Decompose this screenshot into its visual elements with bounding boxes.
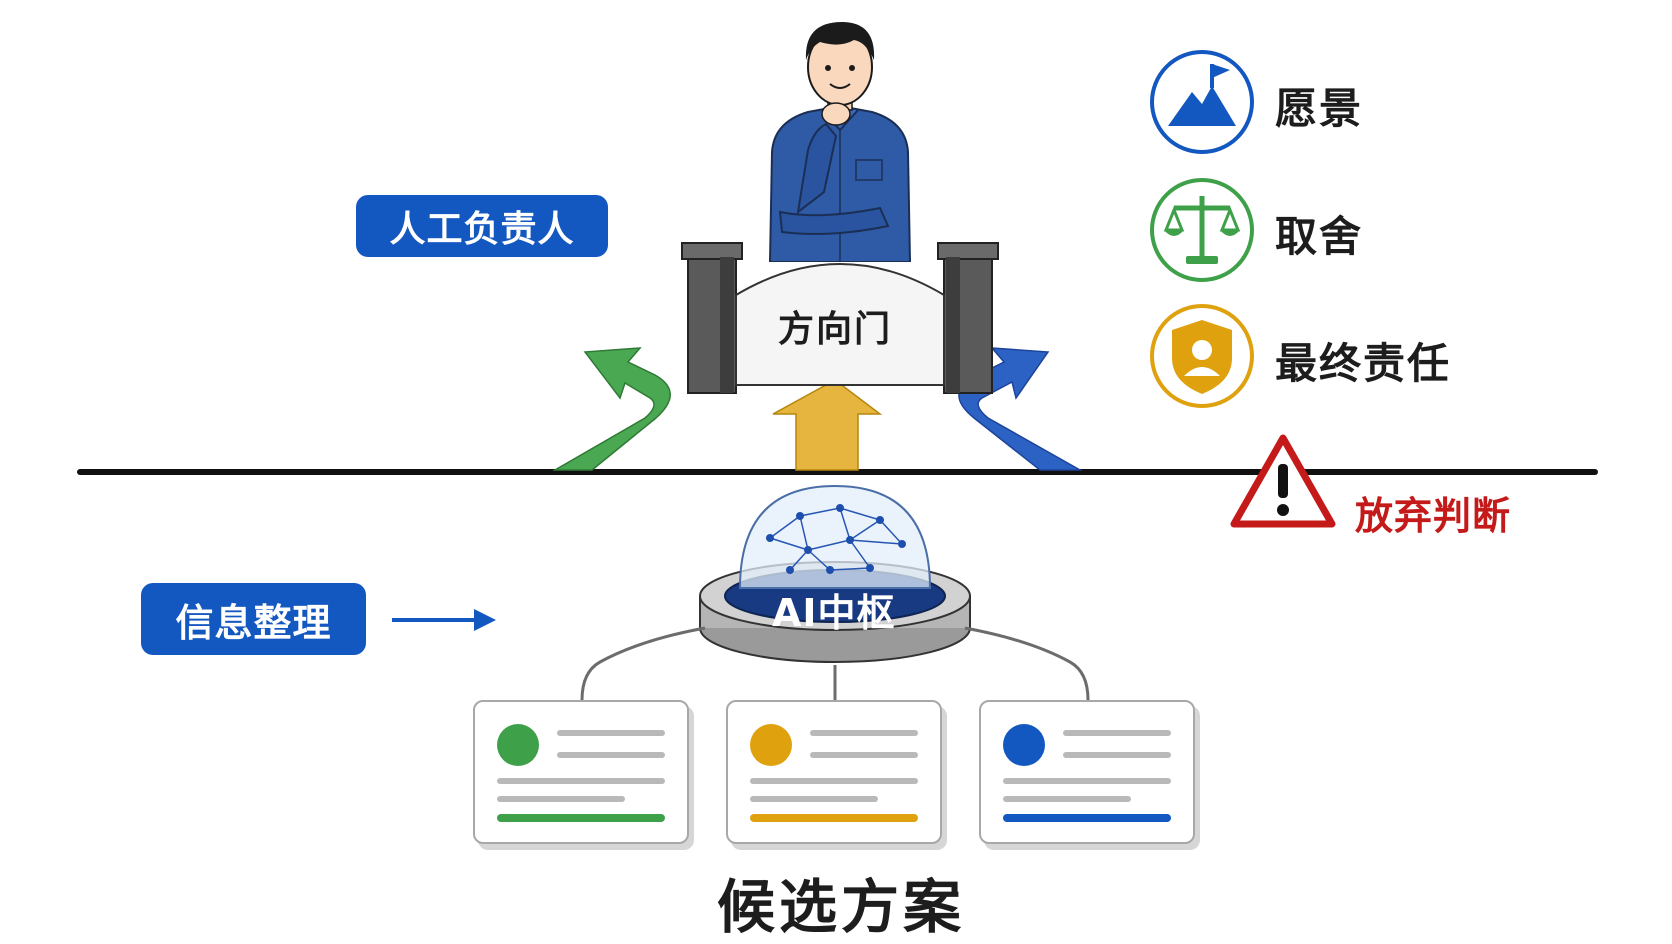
card-accent-bar xyxy=(750,814,918,822)
card-line xyxy=(497,778,665,784)
card-line xyxy=(1003,796,1131,802)
card-accent-bar xyxy=(1003,814,1171,822)
yellow-up-arrow xyxy=(772,379,883,471)
hub-label: AI中枢 xyxy=(772,591,896,635)
card-dot xyxy=(1003,724,1045,766)
candidates-title: 候选方案 xyxy=(717,873,966,941)
balance-scale-icon xyxy=(1150,178,1254,282)
card-dot xyxy=(750,724,792,766)
card-line xyxy=(1063,752,1171,758)
card-line xyxy=(497,796,625,802)
gate-label: 方向门 xyxy=(778,309,893,350)
card-line xyxy=(1003,778,1171,784)
warning-label: 放弃判断 xyxy=(1355,494,1512,538)
legend-vision: 愿景 xyxy=(1275,84,1364,133)
card-line xyxy=(1063,730,1171,736)
card-line xyxy=(557,752,665,758)
card-line xyxy=(810,730,918,736)
person-illustration xyxy=(768,22,912,262)
direction-gate xyxy=(681,242,999,394)
card-accent-bar xyxy=(497,814,665,822)
ai-hub xyxy=(699,484,971,663)
legend-responsibility: 最终责任 xyxy=(1275,339,1452,388)
candidate-card-3 xyxy=(979,700,1195,844)
candidate-card-2 xyxy=(726,700,942,844)
info-organize-label: 信息整理 xyxy=(141,583,366,655)
card-dot xyxy=(497,724,539,766)
green-left-arrow xyxy=(552,347,671,471)
warning-icon xyxy=(1230,434,1336,528)
arrow-right-icon xyxy=(392,609,496,631)
card-line xyxy=(750,778,918,784)
card-line xyxy=(810,752,918,758)
card-line xyxy=(557,730,665,736)
human-owner-label: 人工负责人 xyxy=(356,195,608,257)
candidate-card-1 xyxy=(473,700,689,844)
mountain-flag-icon xyxy=(1150,50,1254,154)
card-line xyxy=(750,796,878,802)
shield-person-icon xyxy=(1150,304,1254,408)
legend-tradeoff: 取舍 xyxy=(1275,212,1364,261)
